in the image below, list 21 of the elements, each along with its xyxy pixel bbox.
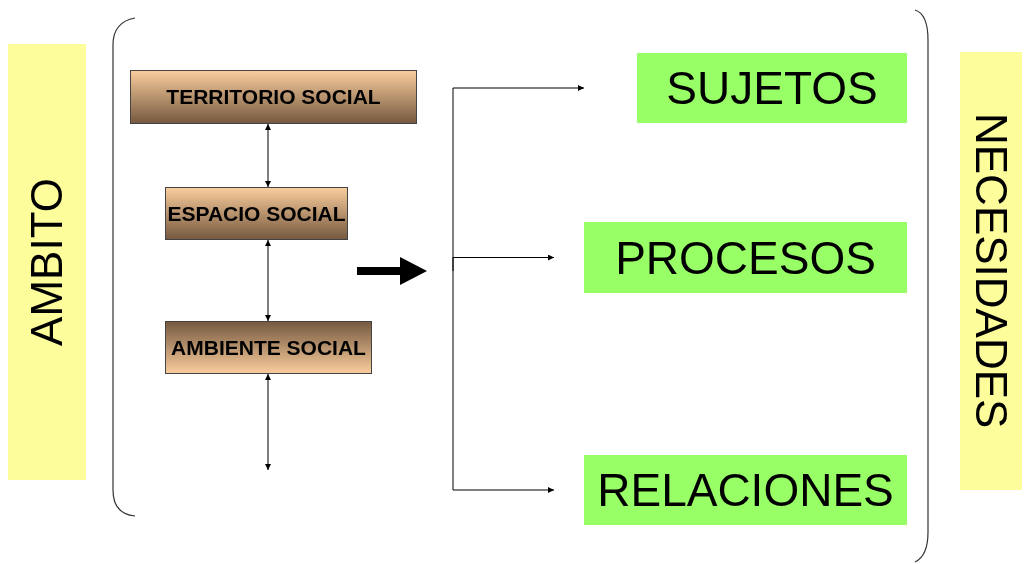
arrow xyxy=(265,239,271,322)
process-box xyxy=(130,70,417,124)
arrow xyxy=(265,123,271,188)
side-band xyxy=(960,52,1022,490)
box-label: PROCESOS xyxy=(615,230,876,285)
output-box xyxy=(637,53,907,123)
band-label: AMBITO xyxy=(22,178,72,346)
band-label: NECESIDADES xyxy=(966,113,1016,429)
box-label: SUJETOS xyxy=(666,61,878,115)
box-label: RELACIONES xyxy=(597,463,894,517)
box-label: TERRITORIO SOCIAL xyxy=(166,85,381,109)
output-box xyxy=(584,222,907,293)
output-box xyxy=(584,455,907,525)
box-label: ESPACIO SOCIAL xyxy=(167,201,346,226)
process-box xyxy=(165,187,348,240)
arrow xyxy=(265,373,271,471)
box-label: AMBIENTE SOCIAL xyxy=(171,335,366,360)
side-band xyxy=(8,44,86,480)
arrow xyxy=(452,270,555,493)
process-box xyxy=(165,321,372,374)
arrow xyxy=(452,254,555,272)
